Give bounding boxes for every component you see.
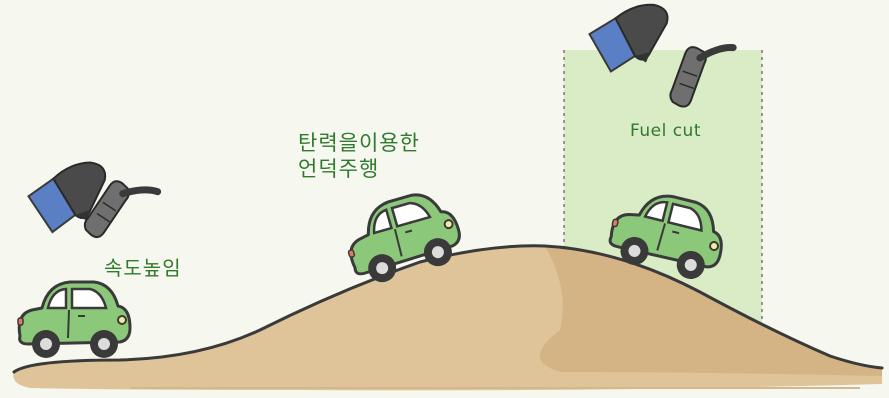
speed-up-label: 속도높임: [104, 252, 182, 281]
elastic-climb-label-line2: 언덕주행: [298, 156, 379, 182]
elastic-climb-label-line1: 탄력을이용한: [298, 130, 420, 156]
car-icon: [18, 282, 130, 358]
foot-on-pedal-icon: [24, 159, 158, 246]
fuel-cut-label: Fuel cut: [630, 121, 701, 141]
